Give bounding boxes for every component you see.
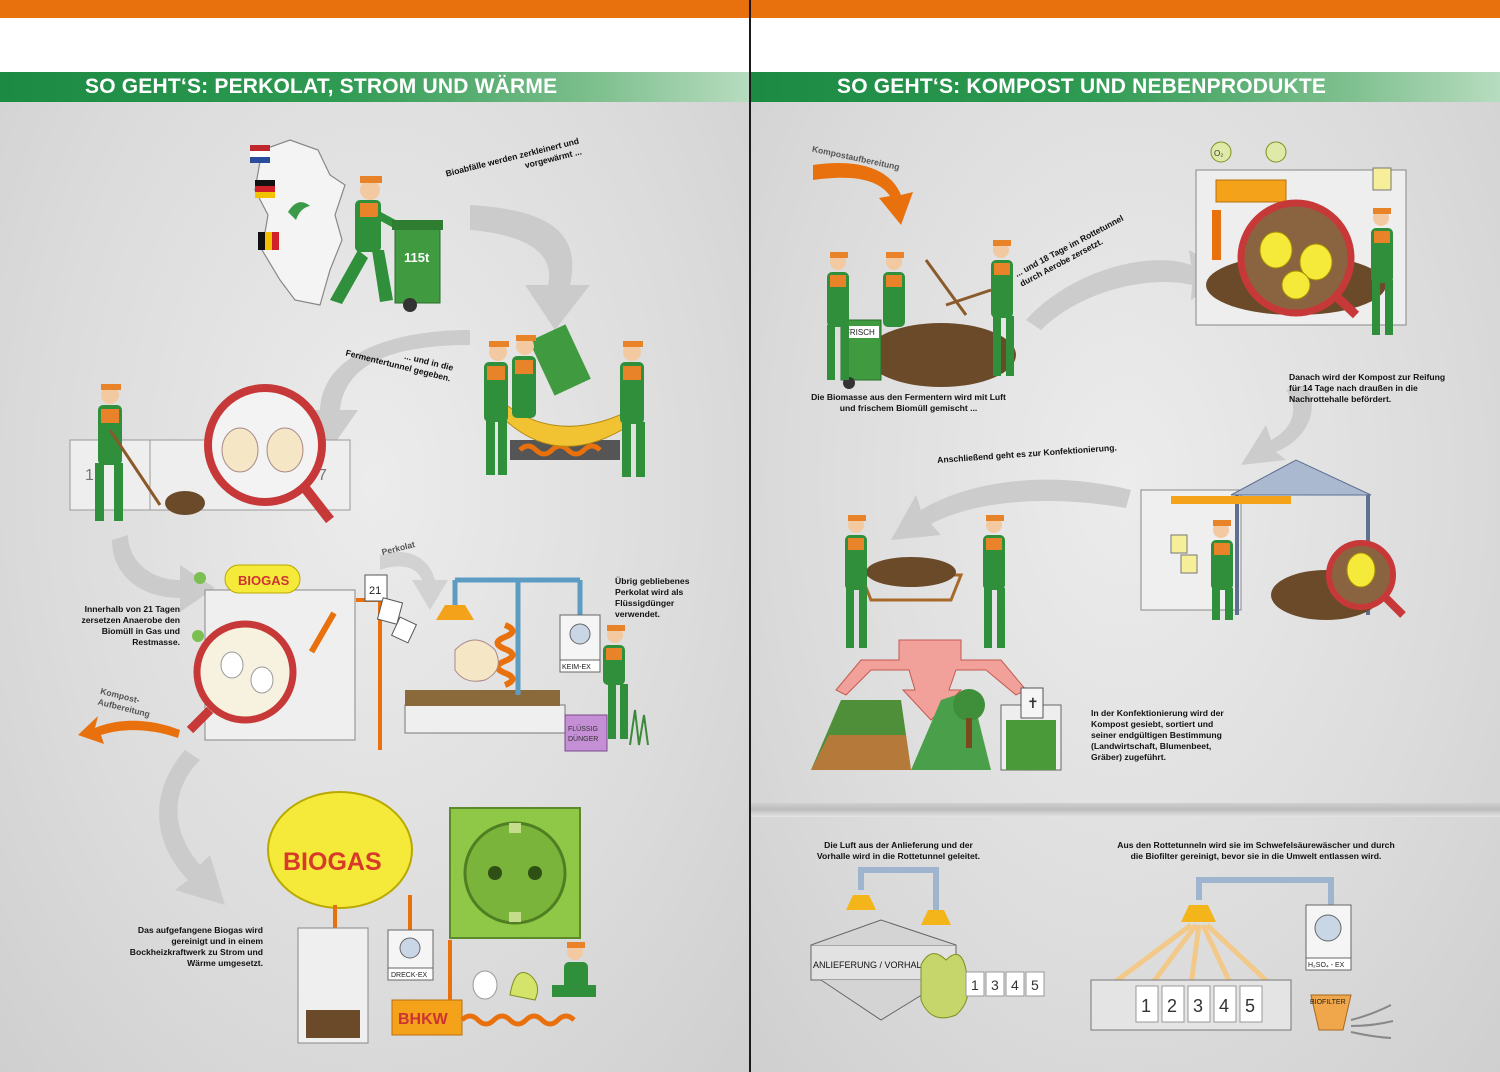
right-illustrations: FRISCH O₂ [810,141,1407,1039]
svg-text:1: 1 [1141,996,1151,1016]
page-spine [749,0,751,1072]
svg-text:3: 3 [1193,996,1203,1016]
field-icon [811,700,911,770]
caption-reifung: Danach wird der Kompost zur Reifung für … [1289,372,1446,404]
process-arrow-4 [380,551,448,610]
flag-nl-icon [250,145,270,151]
kompostaufbereitung-arrow-orange [813,163,913,225]
percolate-system-icon: KEIM-EX FLÜSSIG DÜNGER [404,577,649,752]
nachrottehalle-icon [1140,459,1406,620]
left-page-title: SO GEHT‘S: PERKOLAT, STROM UND WÄRME [85,75,558,98]
left-illustrations: 115t 1 7 [69,139,649,1044]
anlieferung-label: ANLIEFERUNG / VORHALLE [813,960,933,970]
right-page: SO GEHT‘S: KOMPOST UND NEBENPRODUKTE FRI… [751,0,1500,1072]
left-title-band: SO GEHT‘S: PERKOLAT, STROM UND WÄRME [0,72,749,102]
kompost-arrow-orange [78,716,180,744]
duenger-label: FLÜSSIG [568,725,598,733]
biogas-sign-small: BIOGAS [238,573,290,588]
caption-biogas: Das aufgefangene Biogas wird gereinigt u… [129,925,263,968]
rotte-tunnel-icon: O₂ [1195,141,1407,335]
bhkw-label: BHKW [398,1011,449,1028]
calendar-icon: 21 [364,574,418,644]
caption-konfekt: In der Konfektionierung wird der Kompost… [1091,708,1224,762]
svg-text:5: 5 [1245,996,1255,1016]
svg-text:4: 4 [1219,996,1229,1016]
flag-de-icon [255,180,275,186]
workers-mixing-icon: FRISCH [827,240,1016,389]
caption-luft: Die Luft aus der Anlieferung und der Vor… [816,840,981,861]
caption-mix: Die Biomasse aus den Fermentern wird mit… [811,392,1006,413]
biofilter-label: BIOFILTER [1310,999,1346,1006]
worker-with-bin-icon: 115t [330,176,443,312]
caption-fertilizer: Übrig gebliebenes Perkolat wird als Flüs… [615,576,690,619]
svg-text:7: 7 [318,467,327,484]
process-arrow-3 [112,535,215,612]
left-page: SO GEHT‘S: PERKOLAT, STROM UND WÄRME 115… [0,0,749,1072]
process-arrow-5 [159,750,225,905]
biogas-tank-icon: BIOGAS [267,791,413,1044]
fermenter-tunnel-icon: 1 7 [69,384,351,524]
process-arrow-r3 [891,479,1131,540]
flowerbed-icon [911,689,991,770]
bhkw-icon: DRECK-EX BHKW [387,929,576,1036]
right-title-band: SO GEHT‘S: KOMPOST UND NEBENPRODUKTE [751,72,1500,102]
svg-text:DÜNGER: DÜNGER [568,735,598,743]
orange-top-bar-right [751,0,1500,18]
right-page-title: SO GEHT‘S: KOMPOST UND NEBENPRODUKTE [837,75,1327,98]
biogas-sign-big: BIOGAS [283,848,382,876]
svg-text:2: 2 [1167,996,1177,1016]
orange-top-bar [0,0,749,18]
grave-icon: ✝ [1000,687,1062,771]
tunnel-numbers-1: 1 3 4 5 [965,971,1045,997]
workers-pouring-icon [484,324,645,477]
cross-icon: ✝ [1027,695,1039,711]
process-arrow-r1 [1026,250,1231,330]
rottetunnel-filter-icon: 1 2 3 4 5 H₂SO₄ - EX BIOFILTER [1090,877,1394,1039]
svg-text:O₂: O₂ [1214,149,1223,158]
workers-sieving-icon [845,515,1005,648]
svg-text:1: 1 [971,977,979,993]
process-arrow-1 [470,205,590,330]
anlieferung-air-icon: ANLIEFERUNG / VORHALLE 1 3 4 5 [810,867,1045,1021]
tunnel-numbers-2: 1 2 3 4 5 [1135,985,1263,1023]
svg-text:4: 4 [1011,977,1019,993]
process-arrow-r2 [1241,385,1312,465]
bin-label: 115t [404,250,430,265]
keimex-label: KEIM-EX [562,664,591,671]
process-arrow-2 [302,330,470,450]
svg-text:5: 5 [1031,977,1039,993]
leaf-logo-icon [288,202,310,220]
svg-text:1: 1 [85,467,94,484]
caption-filter: Aus den Rottetunneln wird sie im Schwefe… [1117,840,1395,861]
svg-text:21: 21 [369,585,381,597]
svg-text:3: 3 [991,977,999,993]
resting-worker-icon [472,942,596,1001]
dreckex-label: DRECK-EX [391,972,428,979]
flag-be-icon [258,232,265,250]
fermenter-biogas-icon: BIOGAS [186,564,382,750]
caption-anaerob: Innerhalb von 21 Tagen zersetzen Anaerob… [81,604,180,647]
region-map-icon [254,139,346,306]
section-divider [751,803,1500,817]
h2so4-label: H₂SO₄ - EX [1308,962,1345,969]
power-socket-icon [449,807,581,939]
frisch-label: FRISCH [845,328,875,337]
